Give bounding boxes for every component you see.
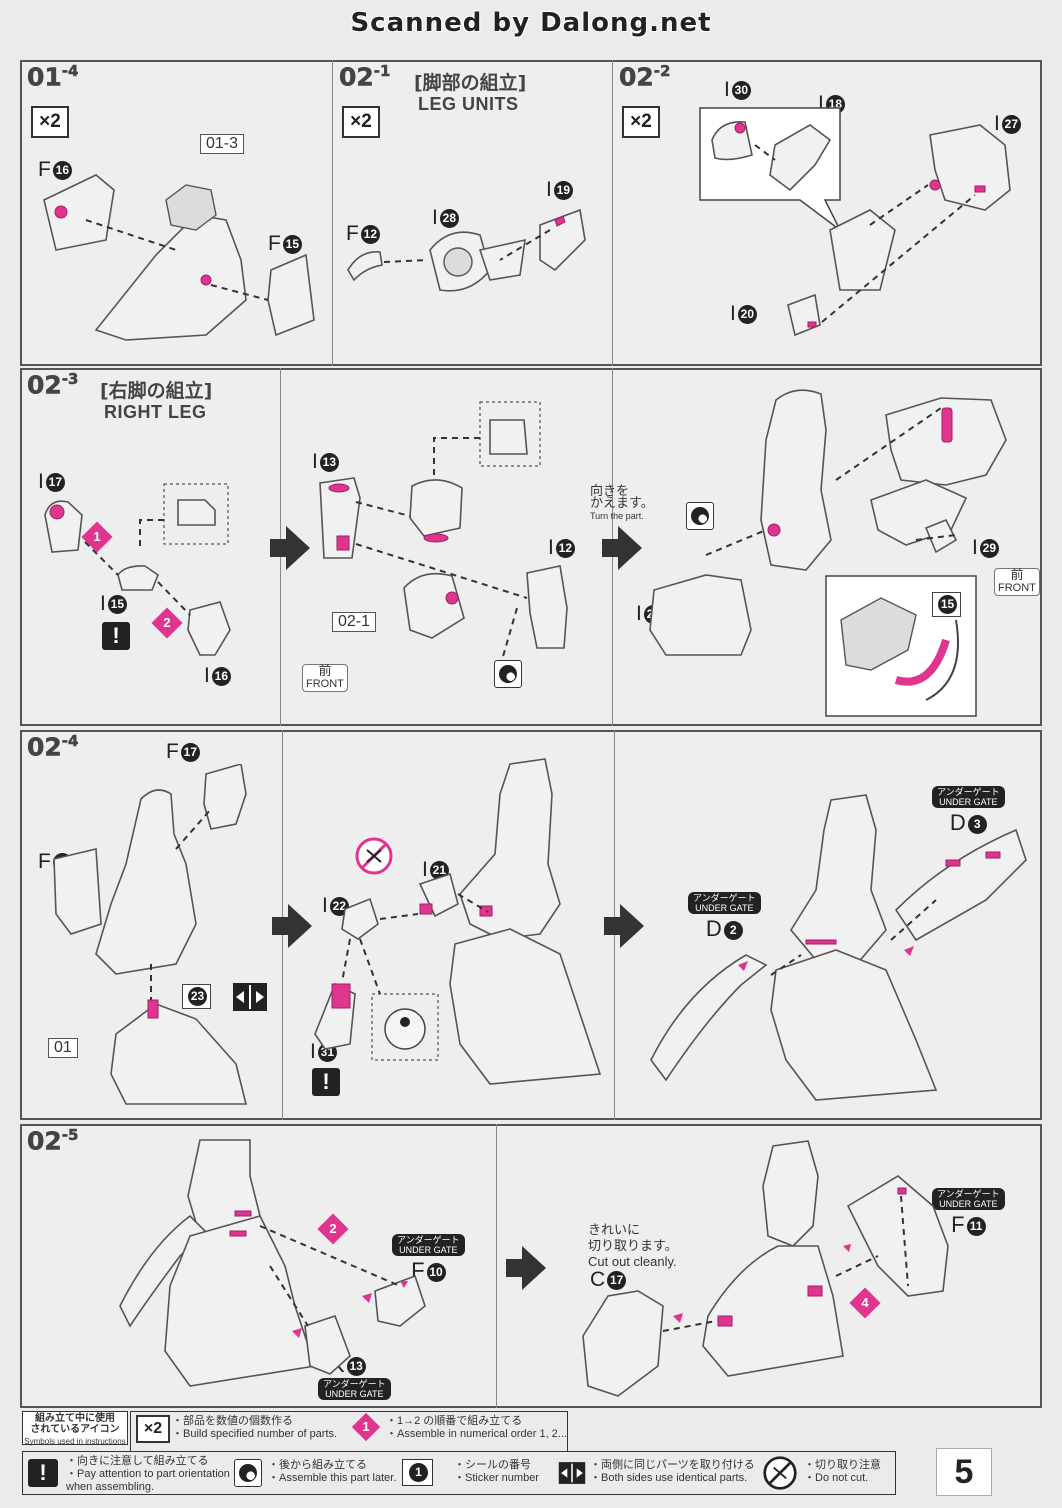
orientation-warning-icon: ! [312,1068,340,1096]
divider [612,60,613,366]
legend-title: 組み立て中に使用 されているアイコン Symbols used in instr… [22,1411,128,1446]
legend-later-text: ・後から組み立てる・Assemble this part later. [268,1459,397,1484]
scan-banner: Scanned by Dalong.net [350,8,712,38]
step-02-2: 02-2 [616,62,674,92]
step-01-4: 01-4 [24,62,82,92]
foot-assembly-illustration [119,1139,426,1387]
ref-label: 01 [48,1038,78,1058]
ref-label: 01-3 [200,134,245,154]
ref-label: 02-1 [332,612,377,632]
step-arrow-icon [506,1246,546,1290]
step-arrow-icon [272,904,312,948]
legend-both-sides-text: ・両側に同じパーツを取り付ける・Both sides use identical… [590,1459,755,1484]
step-title-en: LEG UNITS [418,94,519,114]
step-02-1: 02-1 [336,62,394,92]
step-title-en: RIGHT LEG [104,402,207,422]
sticker-marker-15: 15 [932,592,961,617]
legend-both-sides-icon [558,1462,586,1484]
multiplier-x2: ×2 [342,106,380,138]
legend-x2-text: ・部品を数値の個数作る・Build specified number of pa… [172,1415,338,1440]
foot-armor-illustration [43,174,315,341]
step-title-jp: [右脚の組立] [100,380,213,402]
assemble-later-icon [494,660,522,688]
step-02-5: 02-5 [24,1126,82,1156]
cut-cleanly-note: きれいに 切り取ります。Cut out cleanly. [588,1223,678,1269]
leg-frame-illustration [649,389,1007,717]
legend-no-cut-text: ・切り取り注意・Do not cut. [804,1459,881,1484]
divider [496,1124,497,1408]
step-02-3: 02-3 [24,370,82,400]
legend-no-cut-icon [763,1456,797,1490]
legend-order-text: ・1→2 の順番で組み立てる・Assemble in numerical ord… [386,1415,567,1440]
step-arrow-icon [602,526,642,570]
lower-leg-illustration [53,764,248,1105]
legend-later-icon [234,1459,262,1487]
divider [332,60,333,366]
sticker-marker-23: 23 [182,984,211,1009]
page-number: 5 [936,1448,992,1496]
legend-sticker-text: ・シールの番号・Sticker number [454,1459,539,1484]
turn-part-note: 向きを かえます。Turn the part. [590,484,654,521]
legend-orientation-icon: ! [28,1459,58,1487]
knee-assembly-illustration [699,107,1011,337]
hip-joint-illustration [44,483,231,656]
multiplier-x2: ×2 [622,106,660,138]
side-armor-illustration [650,794,1027,1101]
upper-leg-illustration [319,401,568,661]
step-title-jp: [脚部の組立] [414,72,527,94]
orientation-warning-icon: ! [102,622,130,650]
symbols-legend: 組み立て中に使用 されているアイコン Symbols used in instr… [22,1411,898,1497]
no-cut-icon [355,837,393,875]
step-arrow-icon [604,904,644,948]
legend-sticker-icon: 1 [402,1459,433,1486]
legend-orientation-text: ・向きに注意して組み立てる・Pay attention to part orie… [66,1455,230,1493]
step-arrow-icon [270,526,310,570]
legend-x2-icon: ×2 [136,1415,170,1443]
legend-order-icon: 1 [351,1412,381,1442]
foot-armor-final-illustration [582,1140,949,1397]
both-sides-icon [233,983,267,1011]
leg-unit-illustration [347,208,586,292]
step-02-4: 02-4 [24,732,82,762]
multiplier-x2: ×2 [31,106,69,138]
assemble-later-icon [686,502,714,530]
ankle-illustration [314,758,602,1085]
